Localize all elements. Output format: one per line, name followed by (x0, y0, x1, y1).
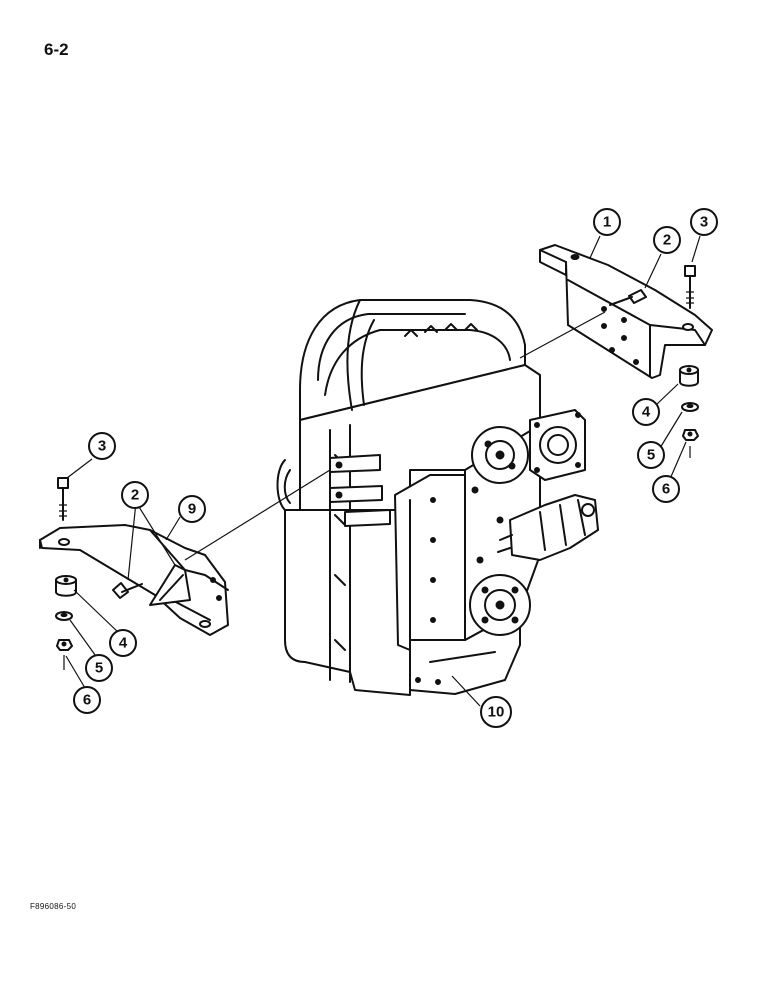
figure-code: F896086-50 (30, 902, 77, 911)
right-mounting-bracket (539, 244, 713, 379)
right-alignment-line (519, 311, 606, 359)
left-nut-6 (56, 639, 73, 670)
svg-text:3: 3 (98, 438, 106, 455)
left-mounting-bracket (39, 524, 229, 636)
left-bracket-bolt-2 (112, 582, 143, 599)
callout-10: 10 (480, 696, 512, 728)
callout-3-left: 3 (88, 432, 116, 460)
svg-text:3: 3 (700, 214, 708, 231)
svg-text:1: 1 (603, 214, 611, 231)
right-nut-6 (682, 429, 699, 458)
svg-text:6: 6 (662, 481, 670, 498)
svg-text:5: 5 (647, 447, 655, 464)
right-washer-5 (681, 402, 699, 412)
callout-2-left: 2 (121, 481, 149, 509)
callout-6-right: 6 (652, 475, 680, 503)
callout-4-right: 4 (632, 398, 660, 426)
left-washer-5 (55, 611, 73, 621)
svg-text:4: 4 (119, 635, 128, 652)
callout-5-left: 5 (85, 654, 113, 682)
callout-5-right: 5 (637, 441, 665, 469)
svg-text:10: 10 (488, 704, 505, 721)
page-title: 6-2 (44, 40, 69, 59)
right-mount-bolt-3 (684, 265, 696, 309)
callout-9: 9 (178, 495, 206, 523)
svg-text:4: 4 (642, 404, 651, 421)
right-bracket-bolt-2 (609, 289, 647, 306)
svg-text:9: 9 (188, 501, 196, 518)
transmission-housing (276, 299, 599, 696)
left-mount-bolt-3 (57, 477, 69, 521)
svg-text:5: 5 (95, 660, 103, 677)
callout-1: 1 (593, 208, 621, 236)
callout-2-right: 2 (653, 226, 681, 254)
svg-text:6: 6 (83, 692, 91, 709)
svg-text:2: 2 (131, 487, 139, 504)
left-alignment-line (184, 469, 331, 561)
callout-4-left: 4 (109, 629, 137, 657)
callout-6-left: 6 (73, 686, 101, 714)
left-isolator-4 (55, 575, 77, 597)
right-isolator-4 (679, 365, 699, 387)
callout-3-right: 3 (690, 208, 718, 236)
svg-text:2: 2 (663, 232, 671, 249)
